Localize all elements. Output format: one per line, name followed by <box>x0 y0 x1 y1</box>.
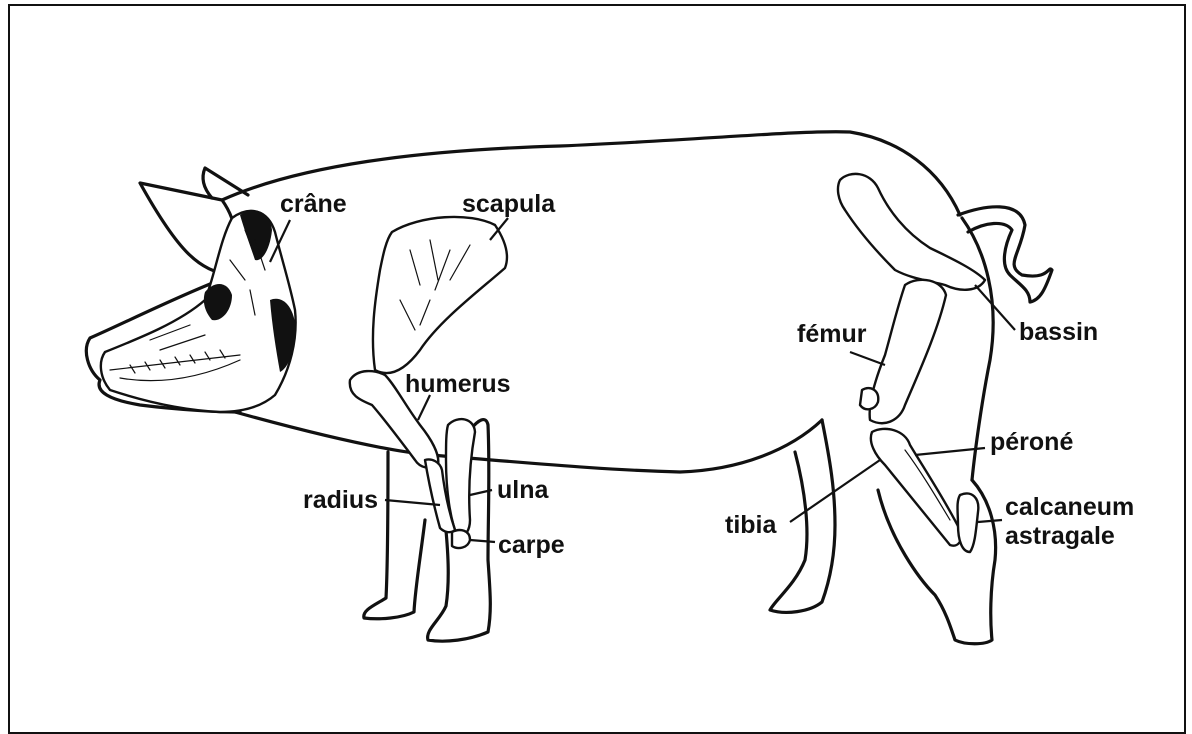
tibia-fibula-bones <box>871 429 961 546</box>
femur-bone <box>860 280 946 423</box>
label-scapula: scapula <box>462 190 556 218</box>
calcaneum-astragale-bones <box>958 494 979 552</box>
label-tibia: tibia <box>725 511 777 539</box>
label-astragale: astragale <box>1005 522 1115 550</box>
label-bassin: bassin <box>1019 318 1098 346</box>
label-radius: radius <box>303 486 378 514</box>
skull <box>101 210 296 412</box>
label-femur: fémur <box>797 320 867 348</box>
radius-ulna-bones <box>425 419 475 548</box>
label-calcaneum: calcaneum <box>1005 493 1134 521</box>
pelvis-bone <box>838 174 985 290</box>
label-humerus: humerus <box>405 370 511 398</box>
scapula-bone <box>373 217 507 373</box>
label-crane: crâne <box>280 190 347 218</box>
label-ulna: ulna <box>497 476 549 504</box>
label-perone: péroné <box>990 428 1073 456</box>
label-carpe: carpe <box>498 531 565 559</box>
